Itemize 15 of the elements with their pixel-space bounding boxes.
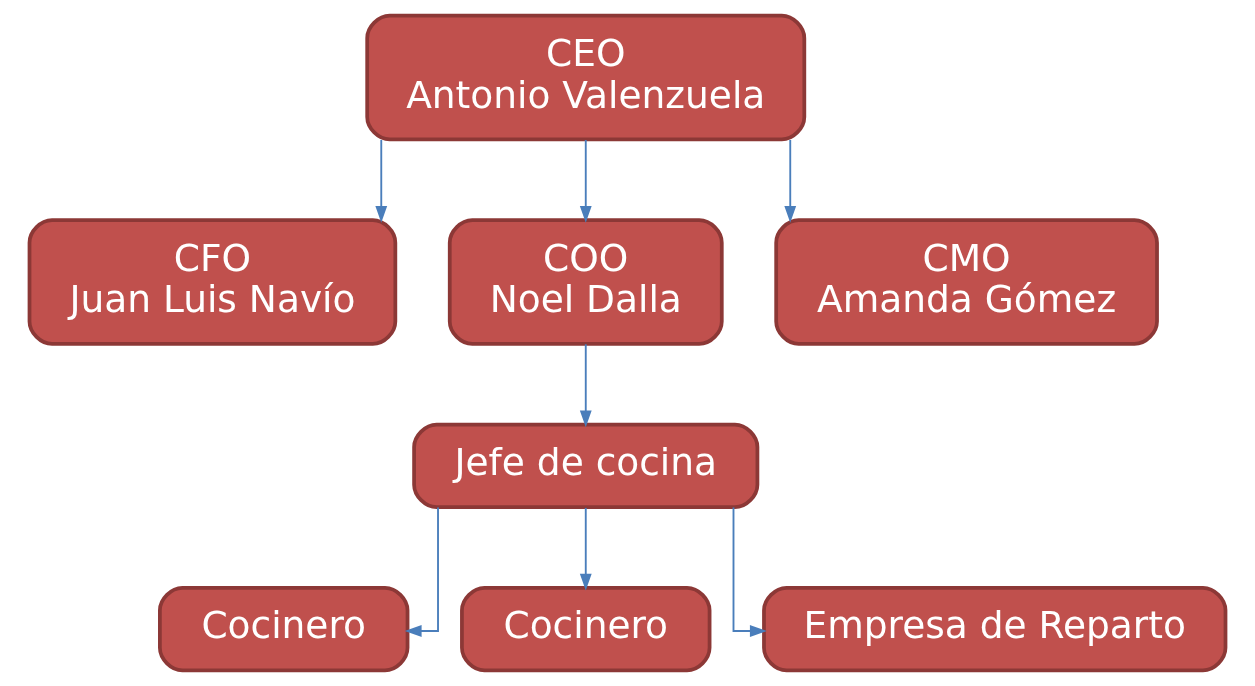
- arrow: [579, 139, 592, 223]
- node-box: Jefe de cocina: [412, 422, 760, 510]
- node-box: Cocinero: [460, 585, 712, 673]
- node-box: COO Noel Dalla: [447, 218, 724, 346]
- arrow: [375, 139, 388, 223]
- node-box: Cocinero: [158, 585, 410, 673]
- node-box: CMO Amanda Gómez: [774, 218, 1159, 346]
- arrow: [579, 343, 592, 428]
- node-box: CFO Juan Luis Navío: [27, 218, 398, 346]
- node-box: Empresa de Reparto: [762, 585, 1228, 673]
- arrow: [784, 139, 797, 223]
- arrow: [732, 506, 767, 637]
- arrow: [579, 506, 592, 591]
- arrow: [404, 506, 439, 637]
- node-box: CEO Antonio Valenzuela: [365, 13, 807, 142]
